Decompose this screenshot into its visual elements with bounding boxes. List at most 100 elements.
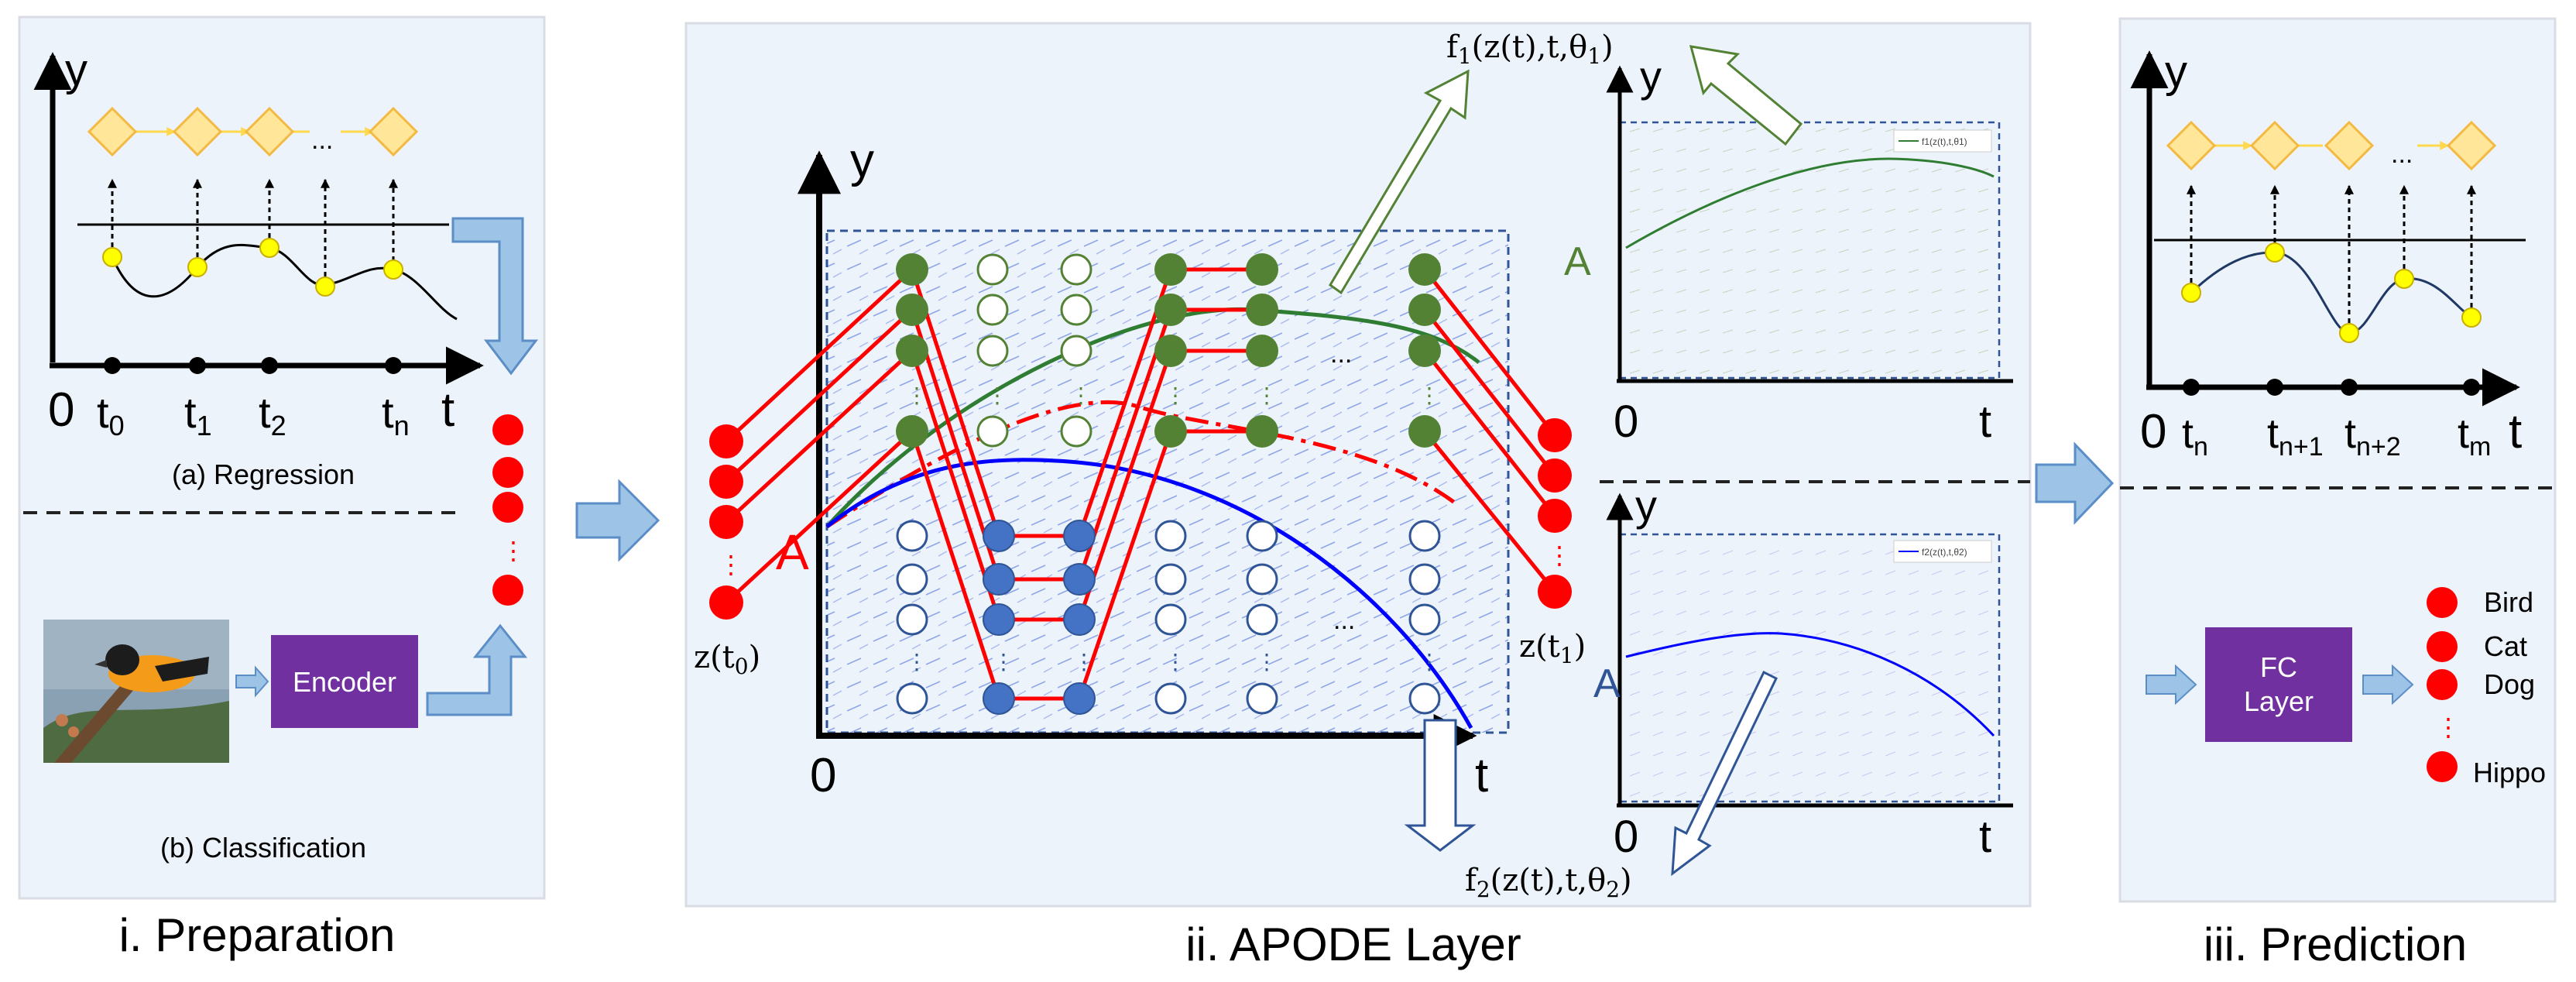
bird-photo — [43, 620, 229, 763]
svg-text:⋮: ⋮ — [1256, 650, 1278, 674]
inset-top-t-label: t — [1979, 397, 1991, 447]
prep-origin: 0 — [48, 383, 74, 437]
prep-sample-dots — [102, 238, 403, 297]
pred-tick-dot-tn2 — [2341, 379, 2358, 396]
svg-text:⋮: ⋮ — [906, 383, 928, 407]
svg-text:⋮: ⋮ — [1418, 650, 1440, 674]
apode-panel: y t 0 A ⋮ z(t0) ⋮ z(t1) — [684, 22, 2032, 970]
inset-bottom-t-label: t — [1979, 812, 1991, 862]
z-t0-label: z(t0) — [694, 640, 760, 679]
inset-bottom-origin: 0 — [1614, 812, 1638, 862]
arrow-apode-to-prediction — [2035, 441, 2115, 525]
input-latent-ellipsis: ⋮ — [719, 551, 743, 579]
inset-bottom-frame — [1618, 533, 2001, 803]
blue-ellipsis: ... — [1333, 606, 1355, 635]
blue-nodes-hollow — [896, 520, 1441, 715]
inset-top-origin: 0 — [1614, 397, 1638, 447]
fc-layer-label-1: FC — [2260, 651, 2297, 683]
svg-text:⋮: ⋮ — [1073, 650, 1095, 674]
pred-input-arrow — [2146, 664, 2197, 706]
class-label-dog: Dog — [2484, 668, 2535, 700]
class-label-cat: Cat — [2484, 630, 2527, 662]
svg-text:⋮: ⋮ — [906, 650, 928, 674]
pred-tick-dot-tm — [2463, 379, 2480, 396]
pred-sample-arrows — [2187, 184, 2476, 331]
prep-latent-ellipsis: ⋮ — [501, 537, 526, 565]
svg-text:⋮: ⋮ — [1256, 383, 1278, 407]
pred-ellipsis: ... — [2391, 139, 2413, 169]
apode-t-label: t — [1475, 749, 1488, 802]
encoder-label: Encoder — [293, 666, 396, 698]
inset-bottom-field — [1620, 534, 1999, 802]
svg-text:⋮: ⋮ — [1165, 383, 1186, 407]
fc-layer-label-2: Layer — [2244, 685, 2314, 717]
inset-top-y-label: y — [1640, 52, 1662, 101]
svg-text:⋮: ⋮ — [1070, 383, 1092, 407]
pred-sample-dots — [2181, 242, 2482, 343]
prep-diamonds — [87, 106, 419, 157]
prediction-panel: y t 0 tn tn+1 tn+2 tm — [2118, 17, 2557, 970]
fc-layer-box — [2205, 627, 2352, 742]
inset-bottom: y t 0 A f2(z(t),t,θ2) — [1593, 481, 2013, 877]
classification-caption: (b) Classification — [160, 832, 366, 864]
z-t1-label: z(t1) — [1519, 629, 1586, 668]
inset-top: y t 0 A f1(z(t),t,θ1) — [1564, 45, 2013, 447]
blue-nodes-filled — [983, 520, 1096, 715]
preparation-panel-bg — [18, 15, 546, 900]
svg-text:⋮: ⋮ — [986, 383, 1008, 407]
pred-tick-dot-tn1 — [2266, 379, 2283, 396]
inset-bottom-hollow-arrow — [1671, 670, 1778, 877]
apode-caption: ii. APODE Layer — [1185, 918, 1521, 970]
prep-bent-arrow-down — [451, 217, 539, 376]
pred-y-label: y — [2165, 46, 2187, 97]
class-dots — [2427, 587, 2458, 782]
inset-top-legend-text: f1(z(t),t,θ1) — [1922, 136, 1967, 147]
green-nodes-hollow — [976, 253, 1092, 448]
preparation-caption: i. Preparation — [119, 909, 396, 961]
prep-y-label: y — [65, 45, 87, 95]
inset-top-A: A — [1564, 239, 1591, 284]
apode-y-label: y — [850, 134, 874, 187]
prep-tick-dot-tn — [385, 357, 402, 374]
inset-top-curve — [1625, 157, 1995, 249]
svg-text:⋮: ⋮ — [1418, 383, 1440, 407]
pred-output-arrow — [2362, 664, 2414, 706]
inset-bottom-A: A — [1593, 661, 1621, 706]
prep-ellipsis: ... — [311, 125, 333, 155]
apode-origin: 0 — [810, 749, 836, 802]
prep-latent-dots — [492, 414, 523, 606]
f2-label: f2(z(t),t,θ2) — [1465, 863, 1632, 902]
regression-caption: (a) Regression — [172, 458, 355, 490]
inset-bottom-y-label: y — [1635, 481, 1657, 530]
node-ellipses: ⋮ ⋮ ⋮ ⋮ ⋮ ⋮ ⋮ ⋮ ⋮ ⋮ ⋮ ⋮ — [906, 383, 1440, 674]
inset-bottom-curve — [1625, 632, 1995, 737]
green-nodes-filled — [896, 253, 1441, 448]
svg-text:⋮: ⋮ — [1165, 650, 1186, 674]
red-dashdot-trajectory — [825, 400, 1457, 529]
preparation-panel: y t 0 t0 t1 t2 tn — [18, 15, 546, 961]
encoder-box — [271, 635, 418, 728]
prep-image-arrow — [235, 665, 269, 698]
prep-tick-dot-t2 — [261, 357, 278, 374]
prep-sample-arrows — [108, 178, 398, 285]
class-label-hippo: Hippo — [2473, 757, 2546, 788]
class-ellipsis: ⋮ — [2436, 713, 2461, 741]
arrow-prep-to-apode — [575, 479, 660, 562]
prep-tick-dot-t0 — [104, 357, 121, 374]
prep-bent-arrow-up — [426, 623, 528, 716]
inset-top-hollow-arrow — [1689, 45, 1803, 146]
f1-label: f1(z(t),t,θ1) — [1446, 29, 1614, 69]
prep-t-label: t — [441, 383, 454, 437]
class-label-bird: Bird — [2484, 586, 2533, 618]
f2-hollow-arrow — [1404, 719, 1477, 852]
pred-t-label: t — [2509, 405, 2522, 458]
inset-top-field — [1620, 122, 1999, 378]
svg-text:⋮: ⋮ — [993, 650, 1014, 674]
prep-tick-dot-t1 — [189, 357, 206, 374]
pred-diamonds — [2166, 120, 2497, 171]
f1-hollow-arrow — [1329, 69, 1470, 295]
green-ellipsis: ... — [1330, 339, 1352, 369]
pred-tick-dot-tn — [2183, 379, 2200, 396]
pred-origin: 0 — [2140, 405, 2166, 458]
inset-bottom-legend-text: f2(z(t),t,θ2) — [1922, 547, 1967, 558]
